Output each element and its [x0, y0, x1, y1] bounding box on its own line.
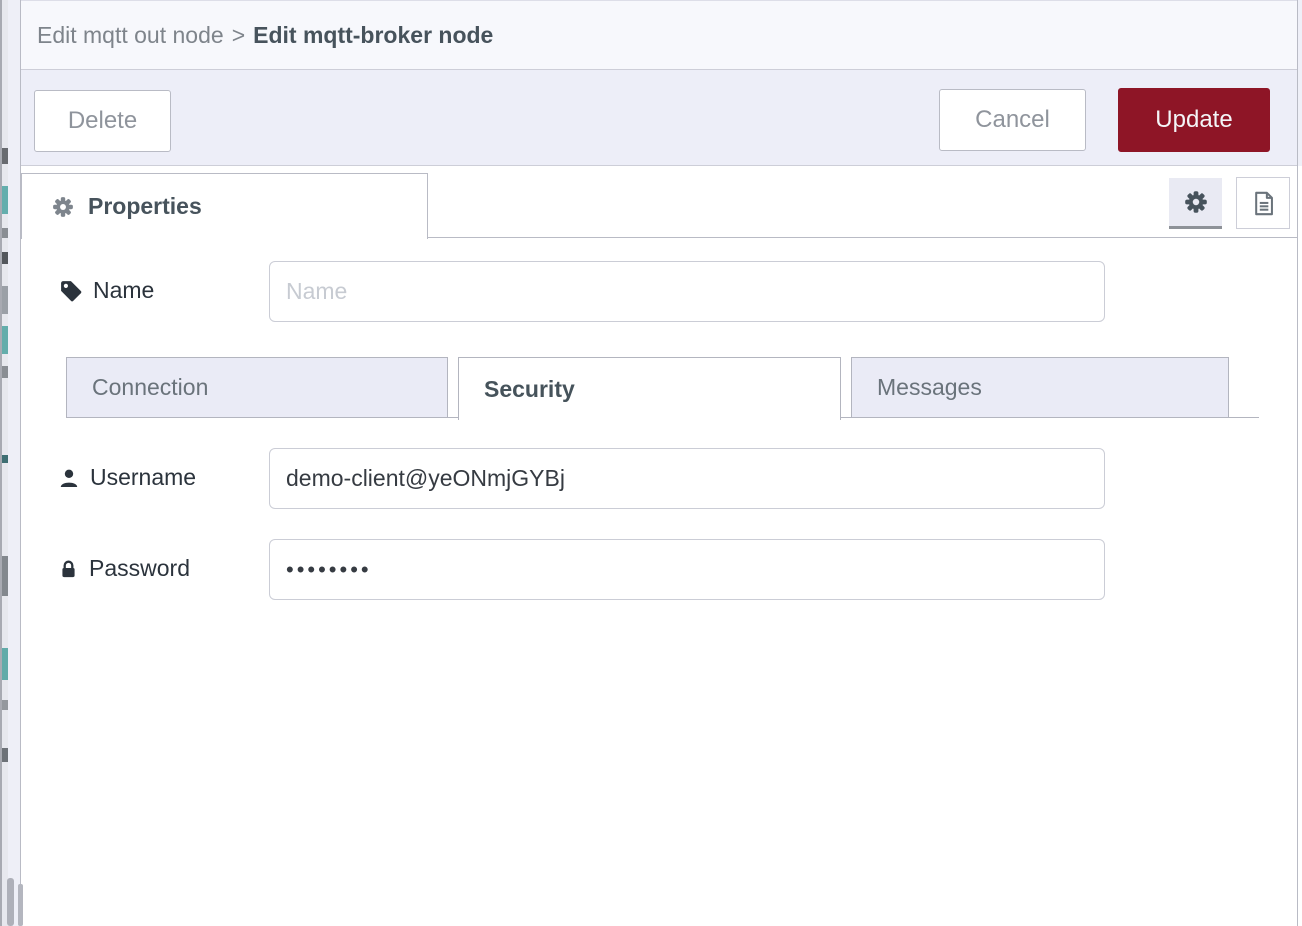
workspace-gutter	[8, 0, 20, 926]
username-field-label: Username	[59, 464, 196, 491]
scrollbar-thumb[interactable]	[7, 878, 14, 926]
palette-node-fragment	[2, 748, 8, 762]
user-icon	[59, 468, 79, 488]
scrollbar-thumb[interactable]	[18, 884, 23, 926]
password-label-text: Password	[89, 555, 190, 581]
tab-properties-label: Properties	[88, 193, 202, 219]
tab-connection[interactable]: Connection	[66, 357, 448, 418]
tag-icon	[59, 279, 82, 302]
palette-node-fragment	[2, 148, 8, 164]
dialog-toolbar: Delete Cancel Update	[21, 70, 1297, 166]
breadcrumb-separator: >	[231, 21, 246, 48]
tab-messages[interactable]: Messages	[851, 357, 1229, 418]
palette-node-fragment	[2, 252, 8, 264]
username-input[interactable]	[269, 448, 1105, 509]
password-input[interactable]	[269, 539, 1105, 600]
edit-dialog-panel: Edit mqtt out node > Edit mqtt-broker no…	[20, 0, 1298, 926]
tabbar-underline	[21, 237, 1297, 238]
palette-node-fragment	[2, 648, 8, 680]
tab-security[interactable]: Security	[458, 357, 841, 420]
cancel-button[interactable]: Cancel	[939, 89, 1086, 151]
palette-divider	[0, 0, 2, 926]
palette-node-fragment	[2, 228, 8, 238]
delete-button[interactable]: Delete	[34, 90, 171, 152]
update-button[interactable]: Update	[1118, 88, 1270, 152]
palette-node-fragment	[2, 366, 8, 378]
broker-tabs: Connection Security Messages	[66, 357, 1259, 420]
breadcrumb: Edit mqtt out node > Edit mqtt-broker no…	[21, 0, 1297, 70]
tab-properties[interactable]: Properties	[21, 173, 428, 239]
name-input[interactable]	[269, 261, 1105, 322]
password-field-label: Password	[59, 555, 190, 582]
gear-icon	[52, 196, 74, 218]
breadcrumb-parent[interactable]: Edit mqtt out node	[37, 21, 224, 48]
palette-node-fragment	[2, 186, 8, 214]
right-edge-strip	[1298, 0, 1302, 166]
lock-icon	[59, 559, 78, 579]
properties-form: Name Connection Security Messages	[21, 238, 1297, 926]
tab-messages-label: Messages	[877, 374, 982, 400]
node-settings-button[interactable]	[1169, 178, 1222, 229]
description-icon	[1250, 190, 1277, 217]
palette-node-fragment	[2, 326, 8, 354]
palette-node-fragment	[2, 700, 8, 710]
username-label-text: Username	[90, 464, 197, 490]
palette-edge-fragments	[0, 0, 8, 926]
breadcrumb-current: Edit mqtt-broker node	[253, 21, 494, 48]
editor-tabbar: Properties	[21, 166, 1297, 239]
name-field-label: Name	[59, 277, 154, 304]
palette-node-fragment	[2, 455, 8, 463]
gear-icon	[1184, 190, 1208, 214]
tab-security-label: Security	[484, 375, 575, 402]
node-description-button[interactable]	[1236, 177, 1290, 229]
palette-node-fragment	[2, 286, 8, 314]
palette-node-fragment	[2, 556, 8, 596]
name-label-text: Name	[93, 277, 155, 303]
tab-connection-label: Connection	[92, 374, 209, 400]
